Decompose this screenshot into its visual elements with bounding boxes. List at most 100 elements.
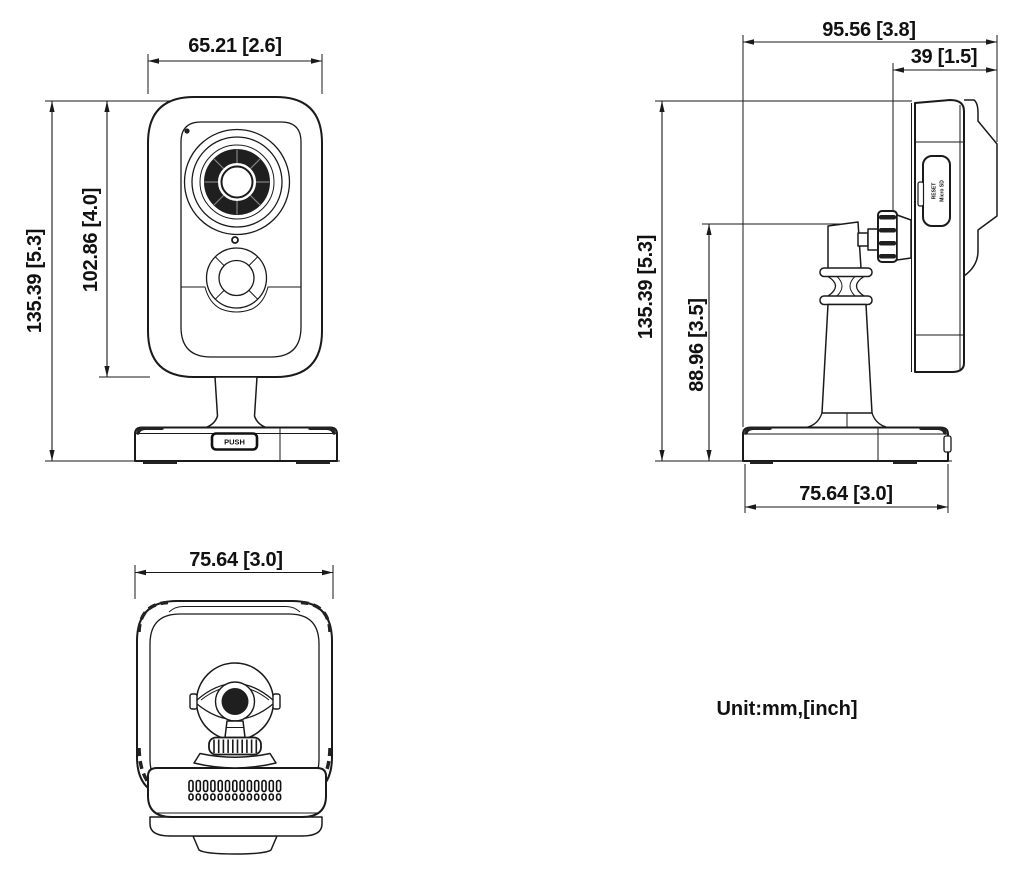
pir-inner-ring xyxy=(218,259,255,297)
vent-slot xyxy=(195,779,202,793)
joint-waist-right xyxy=(855,275,865,297)
vent-slot xyxy=(275,793,282,801)
dimension-label: 75.64 [3.0] xyxy=(799,483,892,505)
vent-slot xyxy=(210,779,216,793)
vent-slot xyxy=(202,793,209,801)
vent-slot xyxy=(232,793,238,801)
lens-aperture xyxy=(220,165,254,199)
lens-rim xyxy=(199,144,275,220)
dim-arrow-right xyxy=(986,39,997,45)
vent-slot xyxy=(202,779,209,793)
vent-slot xyxy=(217,779,223,793)
side-ball-joint xyxy=(819,267,873,306)
joint-bottom-cap xyxy=(819,295,873,306)
vent-slot xyxy=(253,779,260,793)
base-corner-shade-right xyxy=(919,426,947,435)
dim-arrow-top xyxy=(49,101,55,112)
dimension-label: 135.39 [5.3] xyxy=(635,235,657,339)
thumbscrew-knob-bottom[interactable] xyxy=(208,736,262,756)
front-width-dimension: 65.21 [2.6] xyxy=(147,35,323,94)
dim-arrow-right xyxy=(937,504,948,510)
side-total-height-dimension: 135.39 [5.3] xyxy=(635,100,912,461)
dimension-label: 88.96 [3.5] xyxy=(686,298,708,391)
base-corner-shade-right xyxy=(308,426,336,435)
vent-slot xyxy=(275,779,282,793)
vent-slot xyxy=(232,779,238,793)
vent-slot xyxy=(261,793,267,801)
arm-body xyxy=(827,221,862,271)
dim-arrow-bottom xyxy=(49,450,55,461)
vent-slot xyxy=(210,793,216,801)
dimension-label: 65.21 [2.6] xyxy=(188,35,281,57)
knob-knurling xyxy=(213,739,258,753)
screw-shaft xyxy=(857,232,869,247)
side-base-outline xyxy=(742,426,949,462)
dim-arrow-left xyxy=(893,67,904,73)
vent-slot xyxy=(246,793,253,801)
dim-arrow-bottom xyxy=(706,450,712,461)
front-view: 65.21 [2.6] 135.39 [5.3] 102.86 [4.0] xyxy=(24,35,340,464)
vent-grille xyxy=(188,779,282,801)
side-mount-height-dimension: 88.96 [3.5] xyxy=(686,223,857,461)
pole-flare-right xyxy=(871,412,889,429)
push-button[interactable] xyxy=(210,432,259,451)
joint-top-cap xyxy=(819,267,873,278)
side-view: 95.56 [3.8] 39 [1.5] 135.39 [5.3] xyxy=(635,19,998,513)
knob-knurling xyxy=(879,215,896,259)
push-button-label: PUSH xyxy=(224,437,245,446)
side-mount-arm xyxy=(827,210,912,271)
front-total-height-dimension: 135.39 [5.3] xyxy=(24,100,292,461)
dim-arrow-left xyxy=(745,504,756,510)
dimension-label: 75.64 [3.0] xyxy=(189,549,282,571)
front-lens-assembly xyxy=(183,128,291,236)
dimension-label: 102.86 [4.0] xyxy=(80,188,102,292)
side-stand-pole xyxy=(805,303,889,429)
knob-cone xyxy=(896,214,912,261)
knob-stem xyxy=(224,720,246,739)
dim-arrow-right xyxy=(322,569,333,576)
dim-arrow-top xyxy=(104,101,110,112)
front-body-height-dimension: 102.86 [4.0] xyxy=(80,101,150,378)
socket-tab-left xyxy=(189,693,198,710)
dim-arrow-right xyxy=(986,67,997,73)
ir-ring-facets xyxy=(204,149,270,215)
dim-arrow-left xyxy=(148,58,159,64)
reset-button[interactable] xyxy=(917,181,925,207)
dimension-label: 95.56 [3.8] xyxy=(822,19,915,41)
pir-spokes xyxy=(214,256,259,300)
base-corner-shade-left xyxy=(136,426,164,435)
unit-note: Unit:mm,[inch] xyxy=(716,698,857,720)
base-rear-tab xyxy=(943,435,952,453)
dim-arrow-right xyxy=(311,58,322,64)
dim-arrow-top xyxy=(706,224,712,235)
vent-slot xyxy=(217,793,223,801)
front-seam-line xyxy=(181,286,301,313)
lens-outer-ring xyxy=(183,128,291,236)
microsd-label: Micro SD xyxy=(939,180,945,202)
side-camera-depth-dimension: 39 [1.5] xyxy=(892,46,997,223)
vent-slot xyxy=(188,793,194,801)
bottom-lower-disc xyxy=(149,816,323,837)
vent-slot xyxy=(224,793,231,801)
dim-arrow-top xyxy=(659,101,665,112)
joint-waist-left xyxy=(827,275,837,297)
side-lens-cone xyxy=(963,99,998,277)
joint-inner-line xyxy=(836,276,843,297)
dim-arrow-bottom xyxy=(104,366,110,377)
ir-ring xyxy=(204,149,270,215)
dim-arrow-left xyxy=(743,39,754,45)
bottom-main-base xyxy=(147,767,327,818)
knob-flange xyxy=(193,752,277,769)
dim-arrow-left xyxy=(135,569,146,576)
bottom-view: 75.64 [3.0] xyxy=(134,549,334,855)
pir-outer-ring xyxy=(205,247,268,309)
vent-slot xyxy=(261,779,267,793)
vent-slot xyxy=(239,793,245,801)
vent-slot xyxy=(239,779,245,793)
led-indicator-dot xyxy=(231,236,239,244)
vent-slot xyxy=(188,779,194,793)
side-depth-dimension: 95.56 [3.8] xyxy=(742,19,998,427)
dim-arrow-bottom xyxy=(659,450,665,461)
vent-slot xyxy=(246,779,253,793)
